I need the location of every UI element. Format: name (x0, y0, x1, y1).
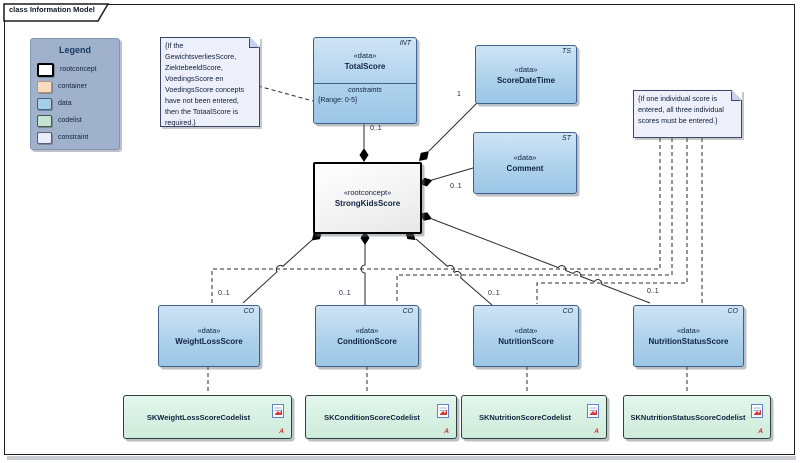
multiplicity-totalscore: 0..1 (370, 125, 382, 132)
red-a-marker: A (279, 428, 284, 435)
red-a-marker: A (444, 428, 449, 435)
legend-panel[interactable]: Legend rootconcept container data codeli… (30, 38, 120, 150)
document-icon (437, 404, 449, 418)
type-tag: TS (562, 48, 571, 55)
codelist-skweightlossscorecodelist[interactable]: SKWeightLossScoreCodelist A (123, 395, 292, 439)
document-icon (272, 404, 284, 418)
range-constraint: {Range: 0-5} (318, 97, 358, 104)
multiplicity-scoredatetime: 1 (457, 91, 461, 98)
class-weightlossscore[interactable]: CO «data» WeightLossScore (158, 305, 260, 367)
codelist-name: SKWeightLossScoreCodelist (146, 412, 251, 422)
legend-item-constraint: constraint (37, 129, 115, 146)
class-name: WeightLossScore (175, 337, 243, 346)
class-name: NutritionScore (498, 337, 554, 346)
legend-item-data: data (37, 95, 115, 112)
type-tag: CO (402, 308, 414, 315)
class-nutritionstatusscore[interactable]: CO «data» NutritionStatusScore (633, 305, 744, 367)
class-scoredatetime[interactable]: TS «data» ScoreDateTime (475, 45, 577, 104)
type-tag: CO (727, 308, 739, 315)
note-totalscore-constraint[interactable]: {If the GewichtsverliesScore, Ziektebeel… (160, 37, 260, 127)
document-icon (751, 404, 763, 418)
multiplicity-nutritionscore: 0..1 (488, 290, 500, 297)
legend-label: codelist (58, 117, 82, 124)
data-swatch (37, 97, 52, 110)
document-icon (587, 404, 599, 418)
legend-label: container (58, 83, 87, 90)
frame-shadow (7, 456, 796, 460)
class-name: StrongKidsScore (334, 199, 401, 208)
class-totalscore[interactable]: INT «data» TotalScore constraints {Range… (313, 37, 417, 124)
note-individual-scores-constraint[interactable]: {If one individual score is entered, all… (633, 90, 742, 138)
class-comment[interactable]: ST «data» Comment (473, 132, 577, 194)
stereotype: «rootconcept» (343, 188, 392, 197)
legend-item-container: container (37, 78, 115, 95)
stereotype: «data» (514, 64, 538, 74)
compartment-label: constraints (348, 87, 382, 94)
note-fold-flap (250, 37, 260, 47)
stereotype: «data» (353, 50, 377, 60)
multiplicity-conditionscore: 0..1 (339, 290, 351, 297)
class-name: TotalScore (344, 61, 386, 71)
legend-label: rootconcept (60, 66, 97, 73)
legend-items: rootconcept container data codelist cons… (37, 61, 115, 146)
type-tag: INT (399, 40, 411, 47)
codelist-name: SKNutritionScoreCodelist (478, 412, 572, 422)
codelist-swatch (37, 114, 52, 127)
stereotype: «data» (197, 326, 221, 335)
codelist-name: SKNutritionStatusScoreCodelist (630, 412, 746, 422)
constraints-compartment: constraints {Range: 0-5} (314, 83, 416, 123)
legend-item-codelist: codelist (37, 112, 115, 129)
red-a-marker: A (594, 428, 599, 435)
type-tag: CO (562, 308, 574, 315)
container-swatch (37, 80, 52, 93)
legend-title: Legend (58, 45, 91, 55)
class-name: ScoreDateTime (496, 75, 556, 85)
multiplicity-nutritionstatusscore: 0..1 (647, 288, 659, 295)
legend-label: constraint (58, 134, 89, 141)
multiplicity-weightlossscore: 0..1 (218, 290, 230, 297)
frame-tab (3, 3, 110, 22)
class-name: Comment (506, 164, 544, 173)
type-tag: CO (243, 308, 255, 315)
type-tag: ST (562, 135, 571, 142)
red-a-marker: A (758, 428, 763, 435)
note-text: {If one individual score is entered, all… (638, 94, 724, 125)
class-name: NutritionStatusScore (648, 337, 729, 346)
codelist-sknutritionstatusscorecodelist[interactable]: SKNutritionStatusScoreCodelist A (623, 395, 771, 439)
stereotype: «data» (513, 153, 537, 162)
legend-label: data (58, 100, 72, 107)
constraint-swatch (37, 131, 52, 144)
diagram-frame (4, 4, 795, 455)
class-name: ConditionScore (337, 337, 397, 346)
diagram-title: class Information Model (9, 5, 95, 14)
codelist-skconditionscorecodelist[interactable]: SKConditionScoreCodelist A (305, 395, 457, 439)
codelist-sknutritionscorecodelist[interactable]: SKNutritionScoreCodelist A (461, 395, 607, 439)
composition-links (242, 102, 651, 306)
class-conditionscore[interactable]: CO «data» ConditionScore (315, 305, 419, 367)
dashed-note-links (207, 85, 703, 394)
note-fold-flap (732, 90, 742, 100)
stereotype: «data» (677, 326, 700, 335)
stereotype: «data» (514, 326, 538, 335)
class-nutritionscore[interactable]: CO «data» NutritionScore (473, 305, 579, 367)
stereotype: «data» (355, 326, 379, 335)
rootconcept-swatch (37, 62, 54, 77)
class-strongkidsscore[interactable]: «rootconcept» StrongKidsScore (313, 162, 422, 234)
codelist-name: SKConditionScoreCodelist (324, 412, 420, 422)
legend-item-rootconcept: rootconcept (37, 61, 115, 78)
multiplicity-comment: 0..1 (450, 183, 462, 190)
note-text: {If the GewichtsverliesScore, Ziektebeel… (165, 41, 245, 127)
